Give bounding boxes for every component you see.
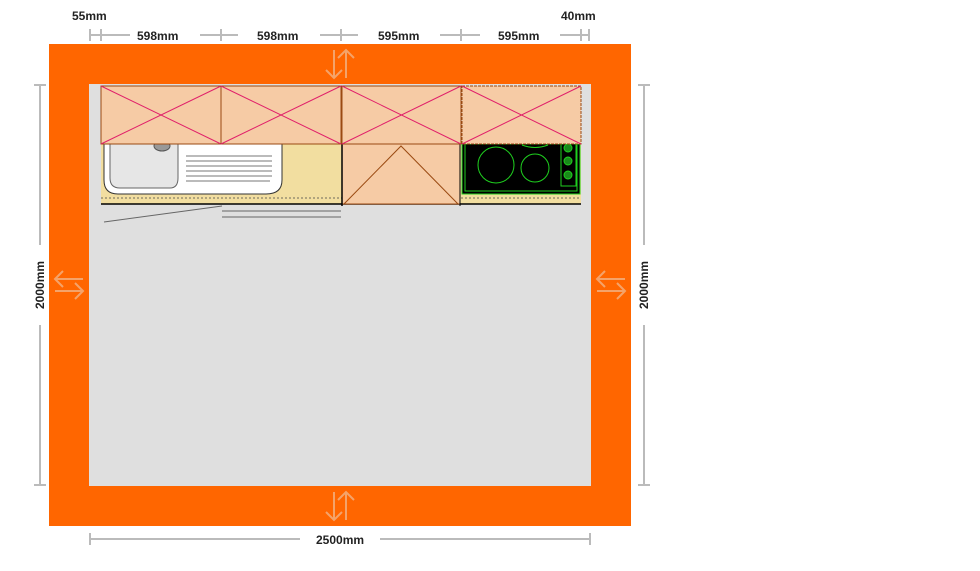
wall-cabinet-3[interactable] xyxy=(341,85,462,145)
segment-2-label: 598mm xyxy=(257,29,299,43)
bottom-dimension-line xyxy=(89,533,591,545)
left-dimension-line xyxy=(34,84,46,486)
right-dimension-line xyxy=(638,84,650,486)
left-offset-label: 55mm xyxy=(72,9,107,23)
room-depth-left-label: 2000mm xyxy=(33,260,47,309)
move-arrows-icon[interactable] xyxy=(53,270,85,300)
wall-cabinet-4[interactable] xyxy=(461,85,582,145)
room-depth-right-label: 2000mm xyxy=(637,260,651,309)
wall-cabinet-2[interactable] xyxy=(220,85,342,145)
room-width-label: 2500mm xyxy=(316,533,365,547)
sink-icon[interactable] xyxy=(103,140,283,195)
move-arrows-icon[interactable] xyxy=(595,270,627,300)
move-arrows-icon[interactable] xyxy=(325,490,355,522)
segment-4-label: 595mm xyxy=(498,29,540,43)
base-cabinet-3[interactable] xyxy=(341,143,461,205)
move-arrows-icon[interactable] xyxy=(325,48,355,80)
hob-icon[interactable] xyxy=(461,143,581,195)
segment-1-label: 598mm xyxy=(137,29,179,43)
top-dimension-line xyxy=(89,29,590,41)
right-offset-label: 40mm xyxy=(561,9,596,23)
wall-cabinet-1[interactable] xyxy=(100,85,222,145)
segment-3-label: 595mm xyxy=(378,29,420,43)
